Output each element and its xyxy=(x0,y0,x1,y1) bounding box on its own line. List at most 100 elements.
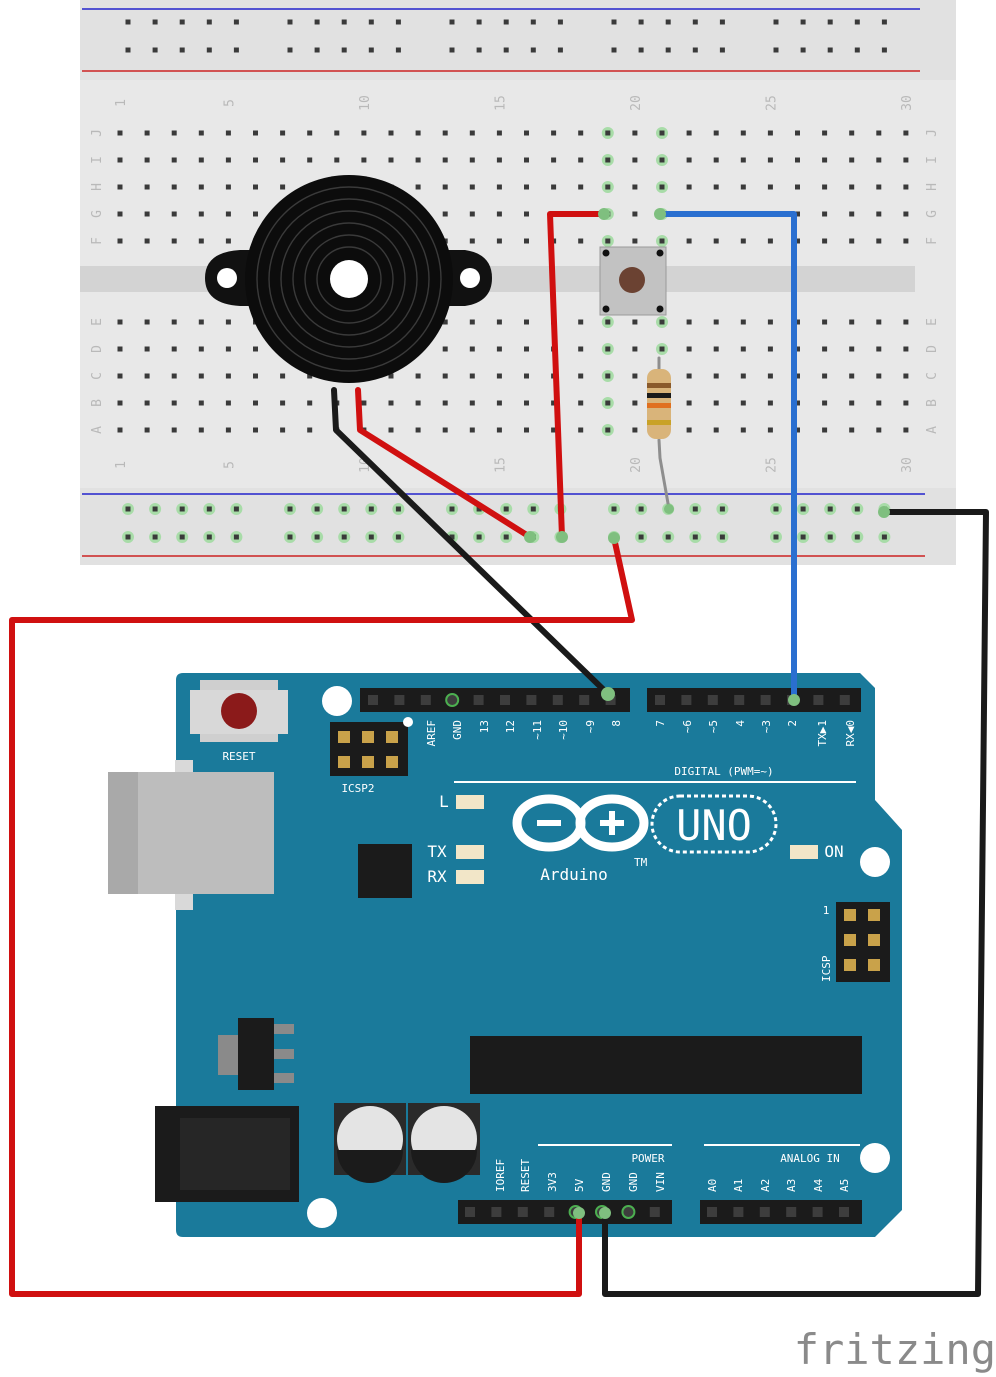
breadboard-hole[interactable] xyxy=(496,211,502,217)
breadboard-hole[interactable] xyxy=(740,346,746,352)
rail-hole[interactable] xyxy=(341,506,347,512)
breadboard-hole[interactable] xyxy=(388,427,394,433)
breadboard-hole[interactable] xyxy=(686,400,692,406)
breadboard-hole[interactable] xyxy=(659,157,665,163)
rail-hole[interactable] xyxy=(314,506,320,512)
breadboard-hole[interactable] xyxy=(605,373,611,379)
breadboard-hole[interactable] xyxy=(767,373,773,379)
breadboard-hole[interactable] xyxy=(605,427,611,433)
breadboard-hole[interactable] xyxy=(903,157,909,163)
breadboard-hole[interactable] xyxy=(442,130,448,136)
breadboard-hole[interactable] xyxy=(225,130,231,136)
rail-hole[interactable] xyxy=(314,19,320,25)
breadboard-hole[interactable] xyxy=(144,238,150,244)
breadboard-hole[interactable] xyxy=(822,130,828,136)
breadboard-hole[interactable] xyxy=(822,157,828,163)
rail-hole[interactable] xyxy=(800,506,806,512)
breadboard-hole[interactable] xyxy=(415,130,421,136)
breadboard-hole[interactable] xyxy=(578,184,584,190)
breadboard-hole[interactable] xyxy=(388,400,394,406)
breadboard-hole[interactable] xyxy=(415,400,421,406)
rail-hole[interactable] xyxy=(206,19,212,25)
breadboard-hole[interactable] xyxy=(144,346,150,352)
rail-hole[interactable] xyxy=(125,534,131,540)
breadboard-hole[interactable] xyxy=(632,346,638,352)
rail-hole[interactable] xyxy=(233,47,239,53)
breadboard-hole[interactable] xyxy=(198,400,204,406)
breadboard-hole[interactable] xyxy=(469,211,475,217)
breadboard-hole[interactable] xyxy=(767,157,773,163)
breadboard-hole[interactable] xyxy=(307,373,313,379)
rail-hole[interactable] xyxy=(503,47,509,53)
rail-hole[interactable] xyxy=(503,506,509,512)
header-pin[interactable] xyxy=(447,695,458,705)
breadboard-hole[interactable] xyxy=(551,427,557,433)
breadboard-hole[interactable] xyxy=(822,238,828,244)
breadboard-hole[interactable] xyxy=(307,427,313,433)
breadboard-hole[interactable] xyxy=(903,373,909,379)
breadboard-hole[interactable] xyxy=(469,373,475,379)
breadboard-hole[interactable] xyxy=(686,319,692,325)
breadboard-hole[interactable] xyxy=(198,211,204,217)
breadboard-hole[interactable] xyxy=(225,346,231,352)
rail-hole[interactable] xyxy=(503,534,509,540)
breadboard-hole[interactable] xyxy=(822,373,828,379)
breadboard-hole[interactable] xyxy=(225,319,231,325)
header-pin[interactable] xyxy=(707,1207,717,1217)
breadboard-hole[interactable] xyxy=(524,346,529,352)
rail-hole[interactable] xyxy=(476,506,482,512)
rail-hole[interactable] xyxy=(827,47,833,53)
breadboard-hole[interactable] xyxy=(578,427,584,433)
rail-hole[interactable] xyxy=(233,506,239,512)
rail-hole[interactable] xyxy=(665,19,671,25)
rail-hole[interactable] xyxy=(557,19,563,25)
breadboard-hole[interactable] xyxy=(144,184,150,190)
breadboard-hole[interactable] xyxy=(849,184,855,190)
breadboard-hole[interactable] xyxy=(144,157,150,163)
breadboard-hole[interactable] xyxy=(795,157,800,163)
breadboard-hole[interactable] xyxy=(388,130,394,136)
rail-hole[interactable] xyxy=(368,19,374,25)
header-pin[interactable] xyxy=(473,695,484,705)
breadboard-hole[interactable] xyxy=(713,238,719,244)
breadboard-hole[interactable] xyxy=(795,130,800,136)
breadboard-hole[interactable] xyxy=(171,211,177,217)
breadboard-hole[interactable] xyxy=(524,373,529,379)
breadboard-hole[interactable] xyxy=(822,427,828,433)
breadboard-hole[interactable] xyxy=(903,319,909,325)
breadboard-hole[interactable] xyxy=(822,346,828,352)
breadboard-hole[interactable] xyxy=(117,184,123,190)
breadboard-hole[interactable] xyxy=(605,130,611,136)
breadboard-hole[interactable] xyxy=(469,319,475,325)
rail-hole[interactable] xyxy=(179,506,185,512)
rail-hole[interactable] xyxy=(368,534,374,540)
breadboard-hole[interactable] xyxy=(632,238,638,244)
breadboard-hole[interactable] xyxy=(876,373,882,379)
breadboard-hole[interactable] xyxy=(605,319,611,325)
breadboard-hole[interactable] xyxy=(632,373,638,379)
breadboard-hole[interactable] xyxy=(496,130,502,136)
breadboard-hole[interactable] xyxy=(496,319,502,325)
header-pin[interactable] xyxy=(517,1207,528,1217)
breadboard-hole[interactable] xyxy=(822,211,828,217)
breadboard-hole[interactable] xyxy=(795,400,800,406)
breadboard-hole[interactable] xyxy=(496,238,502,244)
header-pin[interactable] xyxy=(420,695,431,705)
breadboard-hole[interactable] xyxy=(225,427,231,433)
breadboard-hole[interactable] xyxy=(767,400,773,406)
breadboard-hole[interactable] xyxy=(903,211,909,217)
breadboard-hole[interactable] xyxy=(795,238,800,244)
rail-hole[interactable] xyxy=(449,506,455,512)
breadboard-hole[interactable] xyxy=(469,238,475,244)
header-pin[interactable] xyxy=(839,1207,849,1217)
rail-hole[interactable] xyxy=(692,534,698,540)
breadboard-hole[interactable] xyxy=(605,157,611,163)
breadboard-hole[interactable] xyxy=(469,157,475,163)
header-pin[interactable] xyxy=(812,1207,823,1217)
breadboard-hole[interactable] xyxy=(253,373,258,379)
breadboard-hole[interactable] xyxy=(496,400,502,406)
breadboard-hole[interactable] xyxy=(903,346,909,352)
breadboard-hole[interactable] xyxy=(767,319,773,325)
breadboard-hole[interactable] xyxy=(442,184,448,190)
rail-hole[interactable] xyxy=(611,506,617,512)
